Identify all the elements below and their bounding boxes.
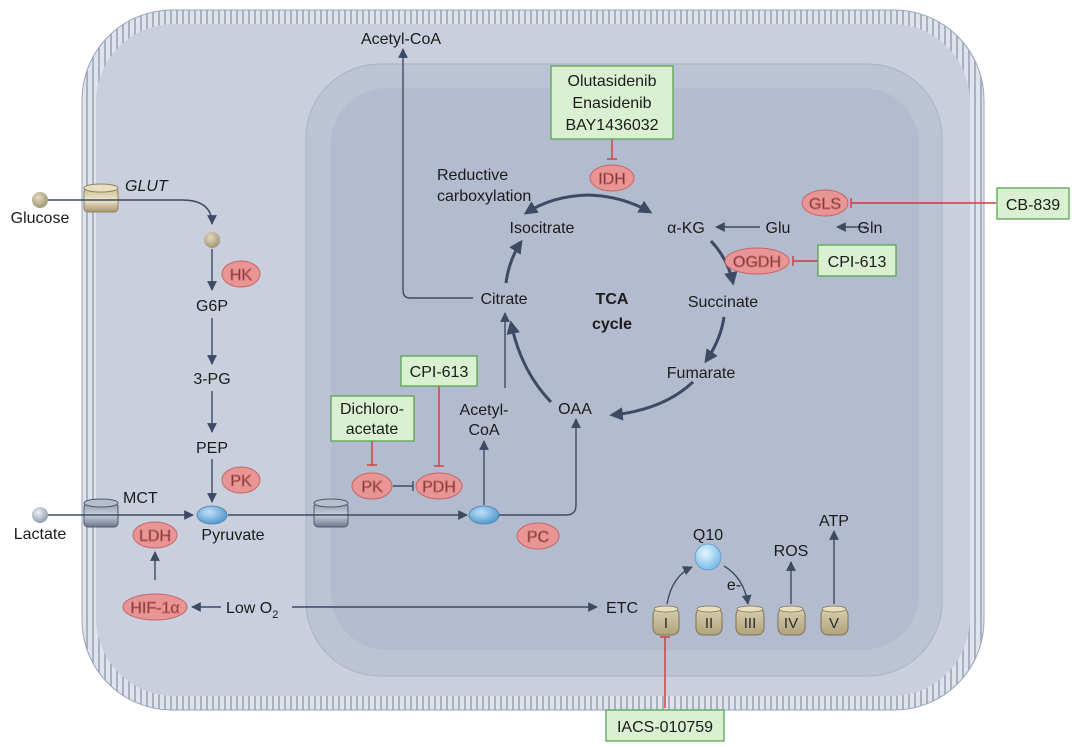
citrate-label: Citrate [480, 291, 527, 308]
isocitrate-label: Isocitrate [510, 220, 575, 237]
svg-text:IACS-010759: IACS-010759 [617, 719, 713, 736]
svg-text:Olutasidenib: Olutasidenib [568, 73, 657, 90]
complex-v: V [820, 605, 849, 636]
q10-label: Q10 [693, 527, 723, 544]
enzyme-hif1a: HIF-1α [122, 593, 188, 621]
svg-text:Dichloro-: Dichloro- [340, 401, 404, 418]
q10-molecule [694, 543, 722, 571]
enzyme-pk-glycolysis: PK [221, 466, 261, 494]
succinate-label: Succinate [688, 294, 758, 311]
drug-box-cpi613-ogdh: CPI-613 [817, 244, 897, 277]
svg-text:PK: PK [361, 479, 383, 496]
svg-text:PK: PK [230, 473, 252, 490]
glu-label: Glu [766, 220, 791, 237]
acetyl-coa-label: Acetyl- [460, 402, 509, 419]
low-o2-label: Low O2 [226, 600, 278, 621]
drug-box-iacs010759: IACS-010759 [605, 709, 725, 742]
3pg-label: 3-PG [193, 371, 230, 388]
drug-box-dichloroacetate: Dichloro- acetate [330, 395, 415, 442]
enzyme-pk: PK [351, 472, 393, 500]
glucose-molecule [32, 192, 48, 208]
svg-text:CPI-613: CPI-613 [410, 364, 469, 381]
enzyme-pc: PC [516, 522, 560, 550]
drug-box-cpi613-pdh: CPI-613 [400, 355, 478, 387]
svg-text:II: II [705, 615, 713, 632]
enzyme-pdh: PDH [415, 472, 463, 500]
svg-text:I: I [664, 615, 668, 632]
tca-label: TCA [596, 291, 629, 308]
e-minus-label: e- [727, 577, 741, 594]
labels: Glucose GLUT Lactate MCT G6P 3-PG PEP Py… [11, 31, 883, 621]
enzyme-ldh: LDH [132, 521, 178, 549]
acetyl-coa-top-label: Acetyl-CoA [361, 31, 441, 48]
pyruvate-molecule [196, 505, 228, 525]
mct-label: MCT [123, 490, 158, 507]
svg-text:IV: IV [784, 615, 798, 632]
svg-text:Enasidenib: Enasidenib [572, 95, 651, 112]
acetyl-coa-label-2: CoA [468, 422, 499, 439]
pyruvate-label: Pyruvate [201, 527, 264, 544]
oaa-label: OAA [558, 401, 592, 418]
enzyme-hk: HK [221, 260, 261, 288]
mito-pyruvate-molecule [468, 505, 500, 525]
g6p-label: G6P [196, 298, 228, 315]
svg-text:V: V [829, 615, 839, 632]
svg-text:OGDH: OGDH [733, 254, 781, 271]
etc-complexes: I II III IV V [652, 605, 849, 636]
drug-boxes: Olutasidenib Enasidenib BAY1436032 CB-83… [330, 65, 1070, 742]
svg-text:III: III [744, 615, 757, 632]
inhibition-lines [367, 138, 996, 708]
svg-text:acetate: acetate [346, 421, 399, 438]
etc-label: ETC [606, 600, 638, 617]
complex-ii: II [695, 605, 723, 636]
svg-text:BAY1436032: BAY1436032 [565, 117, 658, 134]
reductive-carboxylation-label: Reductive [437, 167, 508, 184]
svg-text:IDH: IDH [598, 171, 626, 188]
svg-text:CPI-613: CPI-613 [828, 254, 887, 271]
mito-pyruvate-carrier [313, 498, 349, 528]
akg-label: α-KG [667, 220, 705, 237]
glycolysis-arrows [48, 48, 867, 612]
svg-text:LDH: LDH [139, 528, 171, 545]
fumarate-label: Fumarate [667, 365, 736, 382]
svg-text:PC: PC [527, 529, 549, 546]
pep-label: PEP [196, 440, 228, 457]
lactate-label: Lactate [14, 526, 67, 543]
glut-transporter [83, 183, 119, 213]
enzymes: HK PK LDH HIF-1α IDH GLS OGDH PK PDH PC [122, 164, 849, 621]
mct-transporter [83, 498, 119, 528]
svg-text:GLS: GLS [809, 196, 841, 213]
atp-label: ATP [819, 513, 849, 530]
svg-text:HK: HK [230, 267, 253, 284]
enzyme-gls: GLS [801, 189, 849, 217]
svg-text:PDH: PDH [422, 479, 456, 496]
complex-iv: IV [777, 605, 806, 636]
svg-text:CB-839: CB-839 [1006, 197, 1060, 214]
drug-box-cb839: CB-839 [996, 187, 1070, 220]
svg-text:HIF-1α: HIF-1α [130, 600, 179, 617]
tca-label-2: cycle [592, 316, 632, 333]
gln-label: Gln [858, 220, 883, 237]
drug-box-idh: Olutasidenib Enasidenib BAY1436032 [550, 65, 674, 140]
ros-label: ROS [774, 543, 809, 560]
enzyme-idh: IDH [589, 164, 635, 192]
glut-label: GLUT [125, 178, 169, 195]
complex-iii: III [735, 605, 765, 636]
glucose-label: Glucose [11, 210, 70, 227]
enzyme-ogdh: OGDH [724, 247, 790, 275]
lactate-molecule [32, 507, 48, 523]
glucose-intracellular-molecule [204, 232, 220, 248]
complex-i: I [652, 605, 680, 636]
reductive-carboxylation-label-2: carboxylation [437, 188, 531, 205]
